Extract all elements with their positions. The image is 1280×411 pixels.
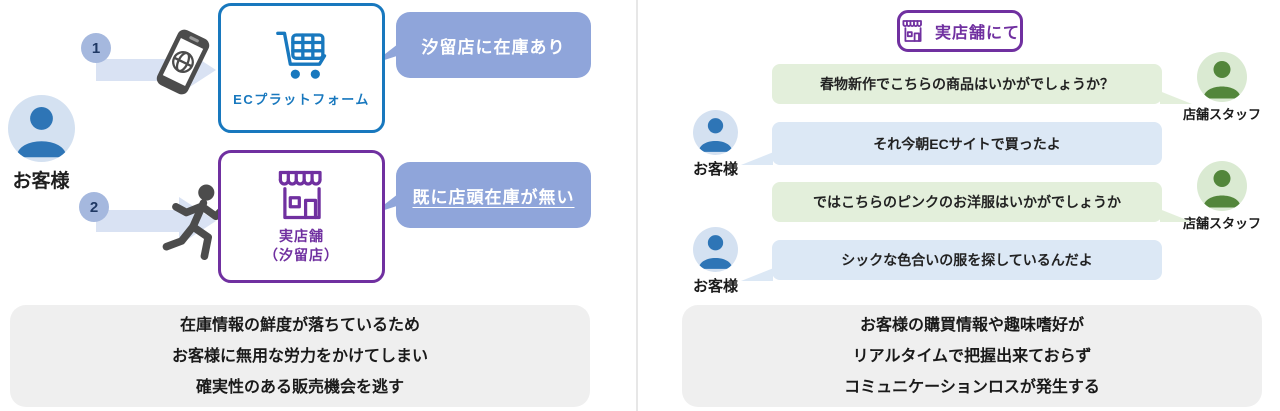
customer-chat-bubble: それ今朝ECサイトで買ったよ: [772, 122, 1162, 165]
right-problem-summary: お客様の購買情報や趣味嗜好が リアルタイムで把握出来ておらず コミュニケーション…: [682, 305, 1262, 407]
customer-label: お客様: [12, 171, 70, 192]
person-icon: [698, 118, 733, 152]
person-icon: [1203, 61, 1241, 99]
running-person-icon: [162, 184, 228, 260]
storefront-icon: [902, 20, 922, 42]
person-icon: [1203, 170, 1241, 208]
summary-line: お客様に無用な労力をかけてしまい: [171, 347, 428, 365]
physical-store-box: 実店舗 （汐留店）: [218, 150, 385, 283]
callout-text: 既に店頭在庫が無い: [412, 187, 575, 207]
step-2-badge: 2: [79, 192, 109, 222]
bubble-tail: [1160, 91, 1192, 104]
summary-line: 在庫情報の鮮度が落ちているため: [179, 316, 420, 334]
in-store-badge: 実店舗にて: [897, 10, 1023, 52]
shopping-cart-icon: [275, 31, 326, 79]
step-1-badge: 1: [81, 33, 111, 63]
smartphone-icon: [156, 29, 210, 95]
chat-text: シックな色合いの服を探しているんだよ: [841, 252, 1093, 268]
customer-avatar: [8, 95, 75, 162]
callout-text: 汐留店に在庫あり: [421, 37, 566, 57]
person-icon: [16, 107, 67, 158]
staff-avatar: [1197, 161, 1247, 211]
customer-avatar: [693, 227, 738, 272]
storefront-icon: [278, 170, 322, 220]
panel-divider: [636, 0, 638, 411]
summary-line: コミュニケーションロスが発生する: [844, 378, 1100, 396]
summary-line: リアルタイムで把握出来ておらず: [852, 347, 1092, 365]
staff-chat-bubble: ではこちらのピンクのお洋服はいかがでしょうか: [772, 182, 1162, 222]
summary-line: 確実性のある販売機会を逃す: [195, 378, 404, 396]
staff-label: 店舗スタッフ: [1182, 216, 1261, 231]
store-label-line1: 実店舗: [279, 228, 324, 244]
customer-label: お客様: [692, 278, 738, 295]
staff-label: 店舗スタッフ: [1182, 107, 1261, 122]
ec-platform-label: ECプラットフォーム: [233, 92, 370, 107]
no-stock-callout: 既に店頭在庫が無い: [396, 162, 591, 228]
in-store-badge-label: 実店舗にて: [935, 25, 1021, 42]
chat-text: それ今朝ECサイトで買ったよ: [873, 135, 1061, 152]
chat-text: 春物新作でこちらの商品はいかがでしょうか？: [820, 76, 1114, 92]
customer-label: お客様: [692, 161, 738, 178]
ec-platform-box: ECプラットフォーム: [218, 3, 385, 133]
store-label-line2: （汐留店）: [264, 247, 339, 263]
customer-chat-bubble: シックな色合いの服を探しているんだよ: [772, 240, 1162, 280]
person-icon: [698, 235, 733, 269]
stock-available-callout: 汐留店に在庫あり: [396, 12, 591, 78]
staff-chat-bubble: 春物新作でこちらの商品はいかがでしょうか？: [772, 64, 1162, 104]
staff-avatar: [1197, 52, 1247, 102]
chat-text: ではこちらのピンクのお洋服はいかがでしょうか: [813, 194, 1121, 210]
left-problem-summary: 在庫情報の鮮度が落ちているため お客様に無用な労力をかけてしまい 確実性のある販…: [10, 305, 590, 407]
customer-avatar: [693, 110, 738, 155]
summary-line: お客様の購買情報や趣味嗜好が: [859, 316, 1084, 334]
